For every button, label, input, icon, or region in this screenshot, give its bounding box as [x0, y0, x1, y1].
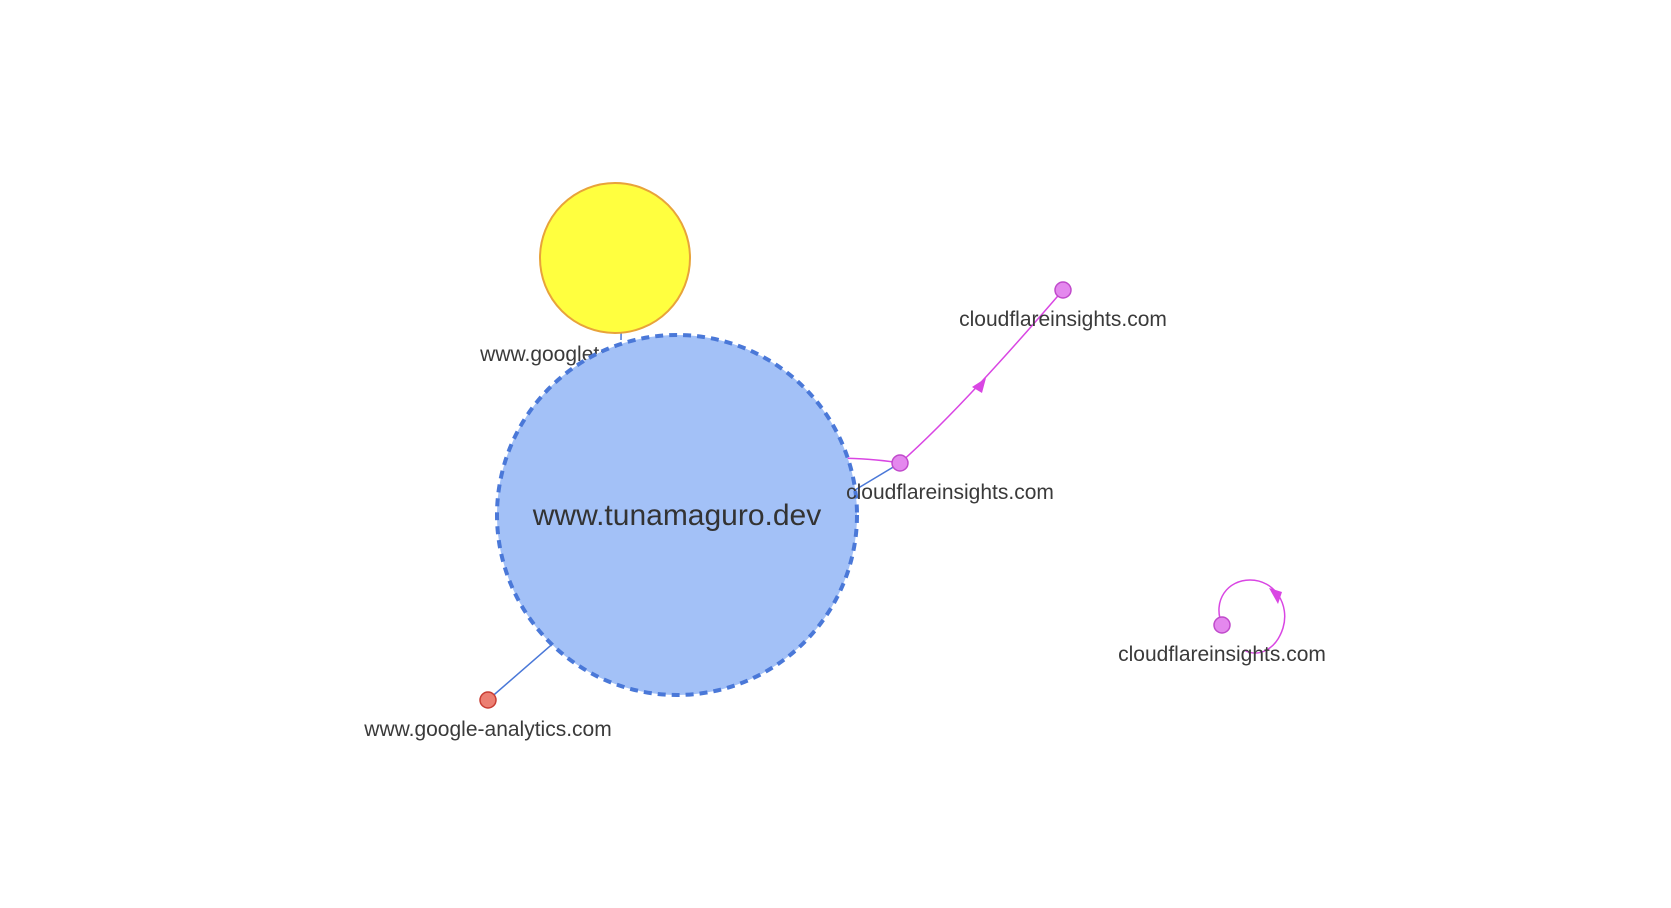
edge-loop-arrowhead: [1269, 588, 1282, 604]
node-cloudflare-loop-label: cloudflareinsights.com: [1118, 643, 1326, 666]
node-googletag[interactable]: [539, 182, 691, 334]
node-cloudflare-far-label: cloudflareinsights.com: [959, 308, 1167, 331]
node-main-label: www.tunamaguro.dev: [532, 499, 822, 532]
node-main[interactable]: [495, 333, 859, 697]
node-cloudflare-near-label: cloudflareinsights.com: [846, 481, 1054, 504]
node-cloudflare-loop[interactable]: [1213, 616, 1231, 634]
edge-cloudflare-near-to-far: [899, 289, 1064, 464]
node-analytics-label: www.google-analytics.com: [363, 718, 611, 741]
node-analytics[interactable]: [479, 691, 497, 709]
node-cloudflare-far[interactable]: [1054, 281, 1072, 299]
node-cloudflare-near[interactable]: [891, 454, 909, 472]
edge-arrowhead: [972, 378, 986, 393]
